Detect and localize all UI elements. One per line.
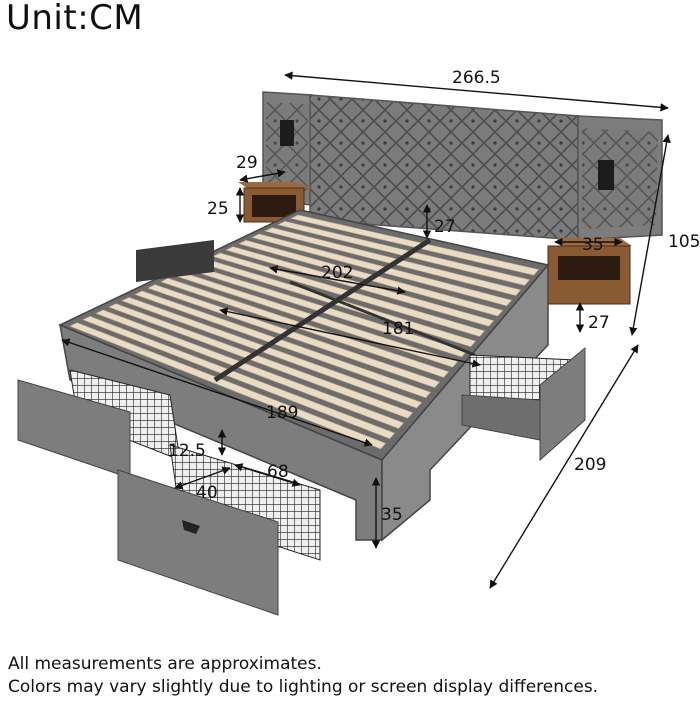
dimension-labels: 266.5 105 209 29 25 27 35 27 202 181 189…: [168, 68, 700, 525]
drawer-side-right: [461, 346, 586, 462]
bed-slat: [277, 220, 531, 286]
dim-drawer-width: 40: [196, 483, 218, 503]
headboard: [262, 91, 663, 241]
dim-nightstand-right-width: 35: [582, 235, 604, 255]
lamp-left-icon: [280, 120, 294, 146]
dim-headboard-height: 105: [668, 232, 700, 252]
bed-slat: [290, 214, 540, 276]
note-colors: Colors may vary slightly due to lighting…: [8, 677, 599, 697]
dim-nightstand-left-height: 25: [207, 199, 229, 219]
dim-nightstand-left-width: 29: [236, 153, 258, 173]
lamp-right-icon: [598, 160, 614, 190]
unit-title: Unit:CM: [6, 0, 144, 38]
dim-frame-length: 189: [266, 403, 298, 423]
dim-slat-width: 181: [382, 319, 414, 339]
dim-overall-width: 266.5: [452, 68, 501, 88]
drawer-handle-icon: [182, 520, 200, 534]
side-storage-box: [136, 240, 214, 282]
nightstand-left: [238, 182, 310, 223]
dim-bed-height: 35: [381, 505, 403, 525]
dimension-lines: [61, 71, 671, 589]
dim-overall-length: 209: [574, 455, 606, 475]
dim-slat-length: 202: [321, 263, 353, 283]
dim-headboard-gap: 27: [434, 217, 456, 237]
dim-nightstand-right-height: 27: [588, 313, 610, 333]
note-approximate: All measurements are approximates.: [8, 654, 322, 674]
dim-drawer-length: 68: [267, 462, 289, 482]
dim-drawer-height: 12.5: [168, 441, 206, 461]
